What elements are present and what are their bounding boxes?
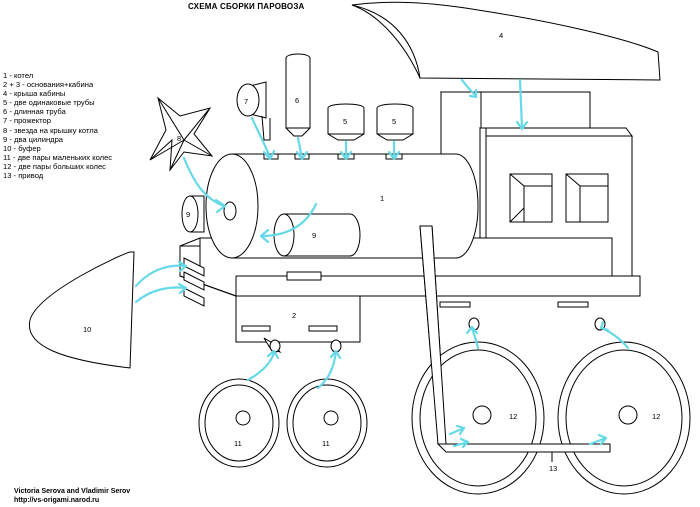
star: 8 bbox=[149, 96, 214, 172]
credits-site: http://vs-origami.narod.ru bbox=[14, 497, 100, 504]
part-label: 7 bbox=[244, 97, 248, 106]
part-label: 5 bbox=[392, 117, 396, 126]
part-label: 6 bbox=[295, 96, 299, 105]
part-label: 2 bbox=[292, 311, 296, 320]
part-label: 11 bbox=[322, 439, 330, 448]
legend: 1 - котел 2 + 3 - основания+кабина 4 - к… bbox=[3, 71, 112, 180]
part-label: 12 bbox=[509, 412, 517, 421]
drive-bar-front bbox=[436, 443, 611, 453]
legend-item: 13 - привод bbox=[3, 171, 44, 181]
part-label: 10 bbox=[83, 325, 91, 334]
cabin-roof: 4 bbox=[351, 1, 661, 81]
cylinder-side: 9 bbox=[273, 213, 361, 257]
assembly-arrows bbox=[134, 78, 630, 449]
cylinder-front: 9 bbox=[181, 195, 205, 233]
big-wheel-left: 12 bbox=[411, 341, 545, 495]
part-label: 11 bbox=[234, 439, 242, 448]
legend-item: 5 - две одинаковые трубы bbox=[3, 98, 95, 108]
legend-item: 10 - буфер bbox=[3, 143, 41, 153]
legend-item: 7 - прожектор bbox=[3, 116, 51, 126]
part-label: 9 bbox=[186, 210, 190, 219]
pipe-5-a: 5 bbox=[327, 103, 365, 141]
credits: Victoria Serova and Vladimir Serov http:… bbox=[14, 487, 130, 505]
legend-item: 4 - крыша кабины bbox=[3, 89, 66, 99]
legend-item: 6 - длинная труба bbox=[3, 107, 66, 117]
part-label: 4 bbox=[499, 31, 503, 40]
big-wheel-right: 12 bbox=[557, 341, 691, 495]
part-label: 13 bbox=[549, 464, 557, 473]
legend-item: 8 - звезда на крышку котла bbox=[3, 125, 98, 135]
credits-authors: Victoria Serova and Vladimir Serov bbox=[14, 488, 131, 495]
legend-item: 1 - котел bbox=[3, 71, 34, 80]
long-pipe: 6 bbox=[285, 53, 311, 137]
part-label: 1 bbox=[380, 194, 384, 203]
legend-item: 9 - два цилиндра bbox=[3, 134, 64, 144]
part-label: 8 bbox=[177, 134, 181, 143]
legend-item: 12 - две пары больших колес bbox=[3, 161, 106, 171]
part-label: 9 bbox=[312, 231, 316, 240]
small-wheel-right: 11 bbox=[286, 378, 368, 468]
pipe-5-b: 5 bbox=[376, 103, 414, 141]
axle-pegs bbox=[241, 301, 606, 354]
part-label: 5 bbox=[343, 117, 347, 126]
small-wheel-left: 11 bbox=[198, 378, 280, 468]
searchlight: 7 bbox=[236, 81, 271, 141]
legend-item: 11 - две пары маленьких колес bbox=[3, 152, 113, 162]
part-label: 12 bbox=[652, 412, 660, 421]
buffer: 10 bbox=[28, 251, 135, 369]
diagram-title: СХЕМА СБОРКИ ПАРОВОЗА bbox=[188, 2, 305, 11]
legend-item: 2 + 3 - основания+кабина bbox=[3, 80, 94, 90]
